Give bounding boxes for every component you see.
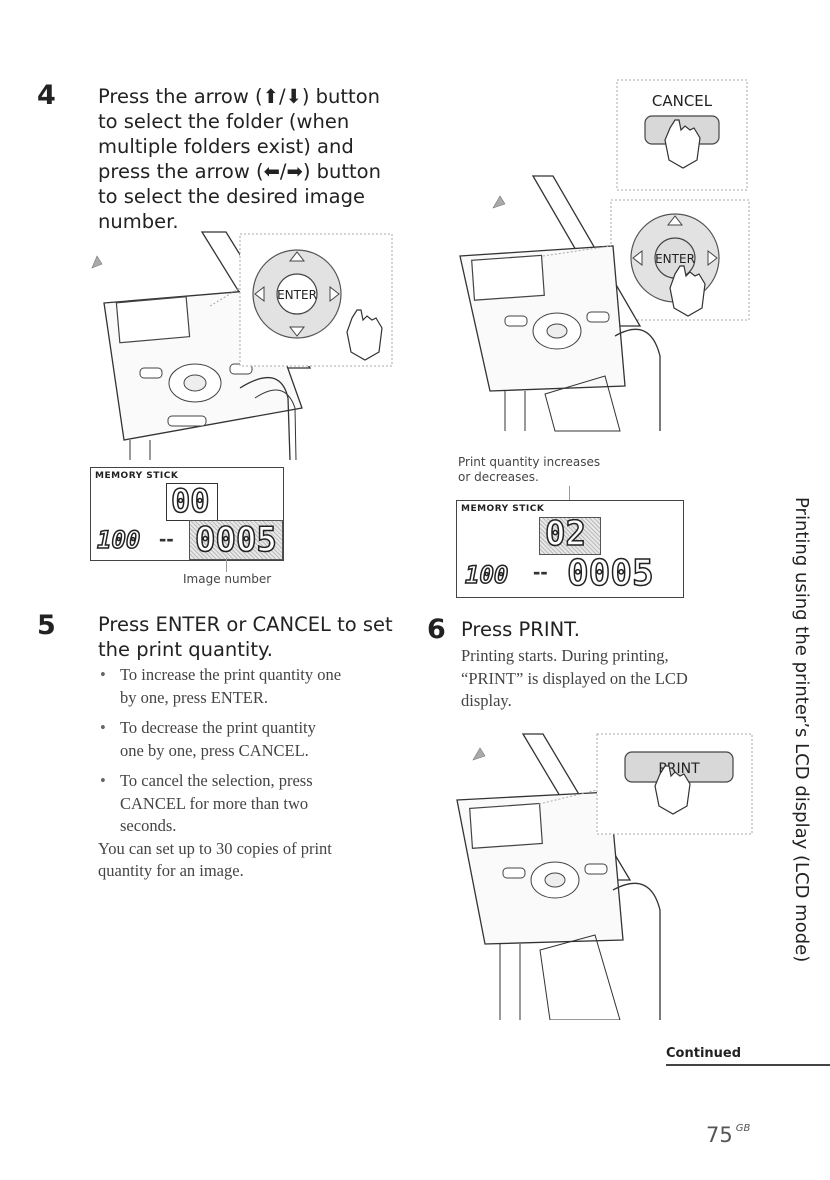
step-4-heading-line: to select the desired image	[98, 185, 365, 208]
memory-stick-label: MEMORY STICK	[95, 471, 179, 481]
lcd-top-value: 02	[544, 513, 586, 555]
cancel-button-label: CANCEL	[652, 92, 713, 110]
bullet-line: CANCEL for more than two	[120, 793, 309, 813]
step-5-heading: Press ENTER or CANCEL to set the print q…	[98, 612, 398, 662]
caption-leader-line	[569, 486, 570, 500]
bullet-line: by one, press ENTER.	[120, 687, 269, 707]
bullet-line: one by one, press CANCEL.	[120, 740, 309, 760]
caption-leader-line	[226, 558, 227, 572]
step-5-body: To increase the print quantity one by on…	[98, 664, 398, 883]
caption-line: or decreases.	[458, 470, 539, 484]
bullet-line: seconds.	[120, 816, 177, 835]
step-4-number: 4	[37, 80, 56, 111]
enter-button-label: ENTER	[277, 288, 317, 302]
step-4-heading-line: to select the folder (when	[98, 110, 350, 133]
memory-stick-label: MEMORY STICK	[461, 504, 545, 514]
caption-line: Print quantity increases	[458, 455, 601, 469]
lcd-folder-number: 100	[96, 525, 141, 555]
footer-rule	[666, 1064, 830, 1066]
step-4-heading-line: multiple folders exist) and	[98, 135, 354, 158]
bullet-line: To decrease the print quantity	[120, 718, 316, 737]
lcd-image-number: 0005	[566, 552, 654, 595]
lcd-display-step-4: MEMORY STICK 00 100 -- 0005	[90, 467, 284, 561]
bullet-item: To increase the print quantity one by on…	[98, 664, 398, 709]
bullet-line: To increase the print quantity one	[120, 665, 342, 684]
step-4-heading-line: Press the arrow (⬆/⬇) button	[98, 85, 380, 108]
step-5-heading-line: the print quantity.	[98, 638, 273, 661]
step-5-heading-line: Press ENTER or CANCEL to set	[98, 613, 393, 636]
page-suffix: GB	[735, 1123, 751, 1134]
step-5-note: You can set up to 30 copies of print qua…	[98, 838, 398, 883]
step-4-heading: Press the arrow (⬆/⬇) button to select t…	[98, 84, 398, 234]
note-line: quantity for an image.	[98, 861, 244, 880]
step-4-heading-line: press the arrow (⬅/➡) button	[98, 160, 381, 183]
lcd-folder-number: 100	[464, 560, 509, 590]
lcd-image-number: 0005	[194, 519, 277, 561]
body-line: display.	[461, 691, 512, 710]
lcd-display-step-5: MEMORY STICK 02 100 -- 0005	[456, 500, 684, 598]
step-6-body: Printing starts. During printing, “PRINT…	[461, 645, 761, 713]
printer-illustration-step-4: ENTER	[91, 231, 393, 460]
print-quantity-caption: Print quantity increases or decreases.	[458, 455, 600, 485]
step-6-number: 6	[427, 614, 446, 645]
note-line: You can set up to 30 copies of print	[98, 838, 332, 858]
step-4-heading-line: number.	[98, 210, 179, 233]
page-number-value: 75	[706, 1123, 733, 1147]
body-line: “PRINT” is displayed on the LCD	[461, 668, 688, 688]
side-tab: Printing using the printer’s LCD display…	[790, 497, 812, 963]
bullet-item: To decrease the print quantity one by on…	[98, 717, 398, 762]
lcd-top-value: 00	[170, 481, 210, 521]
bullet-item: To cancel the selection, press CANCEL fo…	[98, 770, 398, 838]
lcd-dash: --	[159, 526, 174, 551]
printer-illustration-print: PRINT	[456, 733, 753, 1020]
enter-button-label: ENTER	[655, 252, 695, 266]
bullet-line: To cancel the selection, press	[120, 771, 313, 790]
image-number-caption: Image number	[183, 572, 272, 586]
lcd-dash: --	[533, 559, 548, 584]
step-5-number: 5	[37, 610, 56, 641]
step-6-heading: Press PRINT.	[461, 618, 580, 641]
printer-illustration-cancel-enter: CANCEL ENTER	[459, 79, 750, 432]
body-line: Printing starts. During printing,	[461, 646, 669, 665]
continued-label: Continued	[666, 1046, 742, 1061]
side-tab-label: Printing using the printer’s LCD display…	[791, 497, 812, 963]
